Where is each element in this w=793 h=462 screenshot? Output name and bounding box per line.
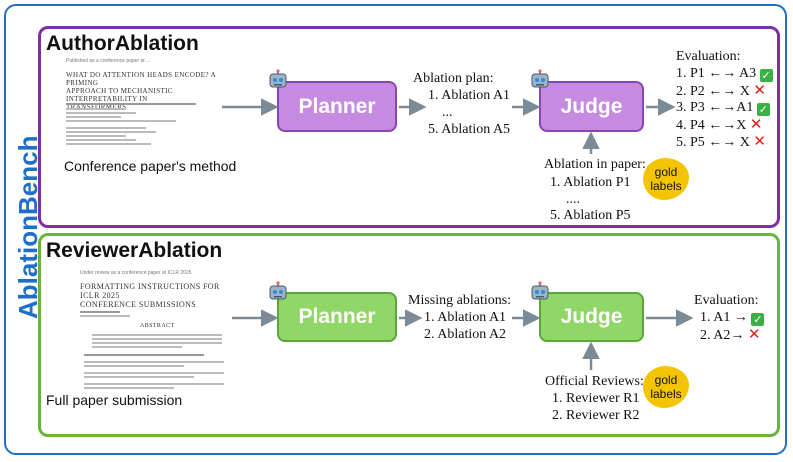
official-review-item: 1. Reviewer R1 [552, 391, 640, 406]
robot-icon [531, 69, 549, 88]
paper-header: Published as a conference paper at ... [66, 58, 151, 64]
eval-text: 5. P5 ←→ X [676, 135, 750, 150]
robot-icon [269, 69, 287, 88]
paper-title-line: TRANSFORMERS [66, 103, 127, 111]
paper-title-line: CONFERENCE SUBMISSIONS [80, 300, 197, 309]
author-paper-thumbnail: Published as a conference paper at ... W… [66, 58, 226, 158]
ablation-plan-item: 5. Ablation A5 [428, 122, 511, 137]
author-paper-caption: Conference paper's method [64, 158, 237, 174]
ablation-in-paper-item: 5. Ablation P5 [550, 208, 631, 223]
paper-header: Under review as a conference paper at IC… [80, 270, 192, 276]
paper-title-line: WHAT DO ATTENTION HEADS ENCODE? A PRIMIN… [66, 71, 216, 87]
eval-text: 2. A2→ [700, 328, 745, 343]
reviewer-paper-caption: Full paper submission [46, 392, 183, 408]
author-eval-item: 5. P5 ←→ X ✕ [676, 133, 766, 151]
gold-label-line: labels [650, 387, 682, 401]
eval-text: 3. P3 ←→A1 [676, 100, 754, 115]
reviewer-ablation-panel [38, 233, 780, 437]
eval-text: 4. P4 ←→X [676, 118, 747, 133]
cross-icon: ✕ [753, 132, 766, 150]
ablation-plan-item: ... [442, 105, 453, 120]
ablation-plan-item: 1. Ablation A1 [428, 88, 511, 103]
ablation-in-paper-title: Ablation in paper: [544, 157, 646, 172]
paper-title-line: FORMATTING INSTRUCTIONS FOR ICLR 2025 [80, 282, 220, 300]
author-eval-item: 1. P1 ←→ A3 ✓ [676, 65, 773, 82]
robot-icon [531, 281, 549, 300]
missing-ablation-item: 2. Ablation A2 [424, 327, 507, 342]
author-eval-item: 3. P3 ←→A1 ✓ [676, 99, 770, 116]
official-review-item: 2. Reviewer R2 [552, 408, 640, 423]
eval-text: 2. P2 ←→ X [676, 84, 750, 99]
check-icon: ✓ [751, 313, 765, 326]
eval-text: 1. P1 ←→ A3 [676, 66, 757, 81]
reviewer-eval-item: 1. A1 → ✓ [700, 309, 765, 326]
reviewer-evaluation-title: Evaluation: [694, 293, 759, 308]
paper-abstract-heading: ABSTRACT [140, 323, 175, 329]
gold-label-line: gold [654, 373, 678, 387]
reviewer-judge-box: Judge [539, 292, 644, 342]
check-icon: ✓ [756, 103, 770, 116]
cross-icon: ✕ [753, 81, 766, 99]
gold-label-line: gold [654, 165, 678, 179]
cross-icon: ✕ [747, 325, 761, 343]
author-evaluation-title: Evaluation: [676, 49, 741, 64]
missing-ablations-title: Missing ablations: [408, 293, 512, 308]
reviewer-ablation-title: ReviewerAblation [46, 239, 223, 262]
ablation-in-paper-item: 1. Ablation P1 [550, 175, 631, 190]
cross-icon: ✕ [749, 115, 763, 133]
ablation-plan-title: Ablation plan: [413, 71, 494, 86]
author-planner-box: Planner [277, 81, 397, 132]
reviewer-eval-item: 2. A2→ ✕ [700, 326, 760, 344]
gold-label-line: labels [650, 179, 682, 193]
missing-ablation-item: 1. Ablation A1 [424, 310, 507, 325]
official-reviews-title: Official Reviews: [545, 374, 644, 389]
eval-text: 1. A1 → [700, 310, 748, 325]
author-eval-item: 2. P2 ←→ X ✕ [676, 82, 766, 100]
reviewer-paper-thumbnail: Under review as a conference paper at IC… [80, 270, 230, 390]
check-icon: ✓ [759, 69, 773, 82]
robot-icon [269, 281, 287, 300]
ablation-in-paper-item: .... [566, 192, 580, 207]
ablationbench-frame [4, 4, 787, 455]
author-ablation-panel [38, 26, 780, 228]
author-eval-item: 4. P4 ←→X ✕ [676, 116, 762, 134]
reviewer-planner-box: Planner [277, 292, 397, 342]
paper-title-line: APPROACH TO MECHANISTIC INTERPRETABILITY… [66, 87, 173, 103]
author-ablation-title: AuthorAblation [46, 32, 199, 55]
